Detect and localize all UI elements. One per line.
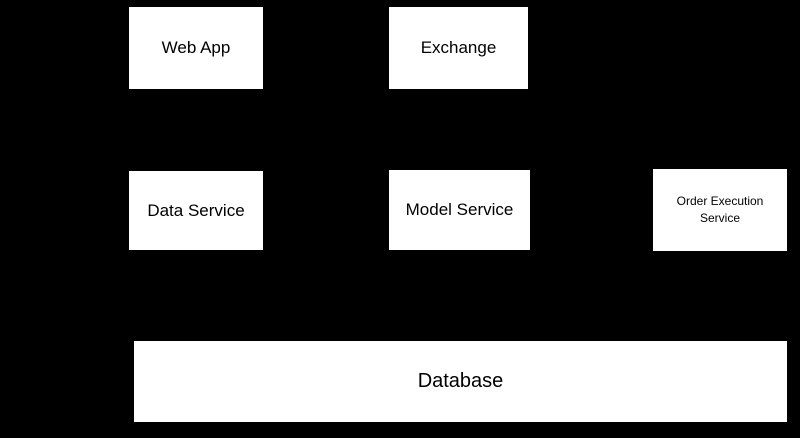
node-label: Exchange (420, 38, 497, 57)
diagram-node-database: Database (134, 341, 787, 422)
diagram-node-exchange: Exchange (389, 7, 528, 89)
diagram-node-web-app: Web App (129, 7, 263, 89)
node-label: Order Execution Service (676, 194, 764, 225)
node-label: Database (417, 370, 504, 392)
node-label: Data Service (147, 200, 245, 220)
node-label: Model Service (405, 200, 514, 219)
diagram-node-model-service: Model Service (389, 170, 530, 250)
diagram-node-order-execution-service: Order Execution Service (653, 169, 787, 251)
node-label: Web App (161, 38, 231, 57)
diagram-node-data-service: Data Service (129, 171, 263, 250)
